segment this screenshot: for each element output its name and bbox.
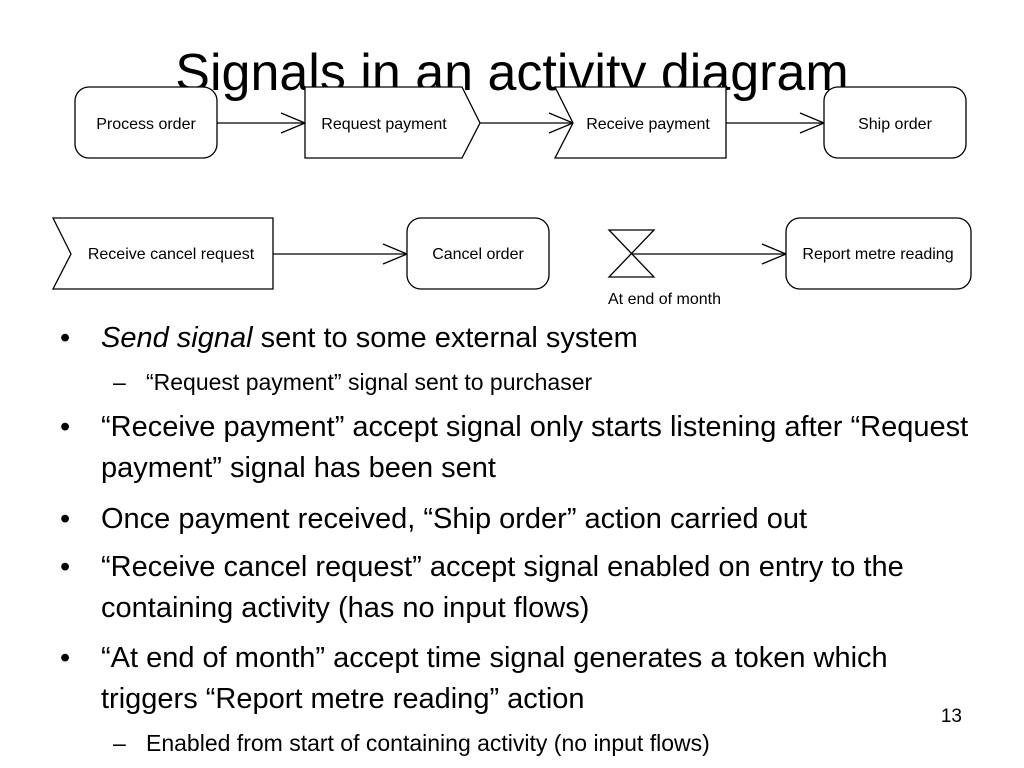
- edge-cancel-request-to-cancel-order: [273, 243, 409, 265]
- bullet-mark: •: [60, 642, 71, 674]
- bullet-emphasis: Send signal: [101, 322, 253, 354]
- action-cancel-order: Cancel order: [406, 217, 550, 290]
- time-event-hourglass-icon: [607, 229, 656, 278]
- accept-signal-receive-cancel-request-label: Receive cancel request: [88, 246, 255, 263]
- action-report-metre-reading-label: Report metre reading: [802, 246, 953, 263]
- sub-bullet-text: “Request payment” signal sent to purchas…: [146, 369, 593, 395]
- send-signal-request-payment-label: Request payment: [321, 116, 447, 133]
- bullet-text: Send signal sent to some external system: [101, 318, 981, 359]
- slide-title: Signals in an activity diagram: [175, 43, 849, 102]
- bullet-mark: •: [60, 503, 71, 535]
- action-process-order: Process order: [74, 86, 218, 159]
- bullet-mark: •: [60, 551, 71, 583]
- sub-bullet-mark: –: [113, 730, 126, 756]
- edge-receive-to-ship: [726, 112, 826, 134]
- accept-signal-receive-payment-label: Receive payment: [586, 116, 710, 133]
- edge-process-to-request: [217, 112, 307, 134]
- time-event-label: At end of month: [608, 291, 721, 308]
- bullet-text: “Receive cancel request” accept signal e…: [101, 551, 904, 624]
- send-signal-request-payment: Request payment: [304, 86, 481, 159]
- bullet-mark: •: [60, 322, 71, 354]
- bullet-mark: •: [60, 411, 71, 443]
- edge-time-event-to-report: [632, 243, 788, 265]
- bullet-text: “Receive payment” accept signal only sta…: [101, 411, 969, 484]
- bullet-text: “At end of month” accept time signal gen…: [101, 642, 888, 715]
- page-number: 13: [940, 706, 962, 727]
- action-process-order-label: Process order: [96, 116, 196, 133]
- action-ship-order-label: Ship order: [858, 116, 932, 133]
- edge-request-to-receive: [480, 112, 575, 134]
- action-cancel-order-label: Cancel order: [432, 246, 524, 263]
- activity-diagram: Process order Request payment Receive pa…: [51, 86, 972, 308]
- bullet-text: Once payment received, “Ship order” acti…: [101, 503, 808, 535]
- sub-bullet-mark: –: [113, 369, 126, 395]
- bullet-text-rest: sent to some external system: [252, 322, 638, 354]
- action-report-metre-reading: Report metre reading: [785, 217, 972, 290]
- action-ship-order: Ship order: [823, 86, 967, 159]
- accept-signal-receive-payment: Receive payment: [553, 86, 727, 159]
- accept-signal-receive-cancel-request: Receive cancel request: [51, 217, 274, 290]
- sub-bullet-text: Enabled from start of containing activit…: [146, 730, 710, 756]
